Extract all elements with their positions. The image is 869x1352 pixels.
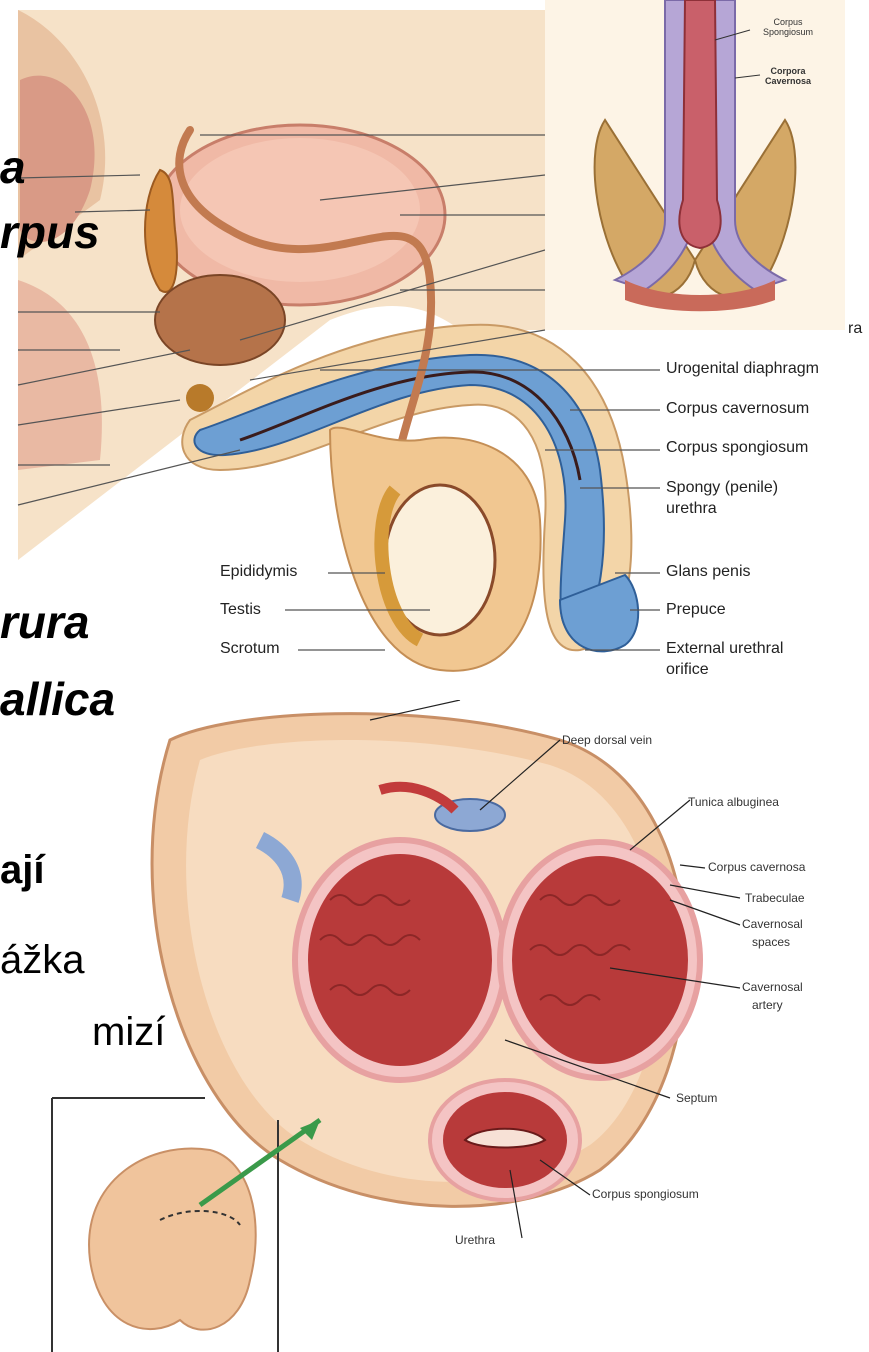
label-testis: Testis	[220, 601, 261, 619]
inset-label-corpora: Corpora	[758, 66, 818, 76]
xs-label-corpus-spongiosum: Corpus spongiosum	[592, 1187, 699, 1201]
slide-text-line-5: ají	[0, 848, 44, 893]
xs-label-cavernosal-2: Cavernosal	[742, 980, 803, 994]
inset-corpora-illustration	[545, 0, 845, 330]
inset-label-spongiosum: Spongiosum	[750, 27, 826, 37]
label-spongy-penile: Spongy (penile)	[666, 479, 778, 497]
xs-label-urethra: Urethra	[455, 1233, 495, 1247]
xs-label-septum: Septum	[676, 1091, 717, 1105]
xs-label-cavernosal-1: Cavernosal	[742, 917, 803, 931]
label-prepuce: Prepuce	[666, 601, 726, 619]
label-orifice: orifice	[666, 661, 709, 679]
label-corpus-spongiosum: Corpus spongiosum	[666, 439, 808, 457]
slide-text-line-6: ážka	[0, 938, 85, 983]
label-external-urethral: External urethral	[666, 640, 783, 658]
slide-text-line-7: mizí	[92, 1010, 165, 1055]
xs-label-corpus-cavernosa: Corpus cavernosa	[708, 860, 805, 874]
label-urethra: urethra	[666, 500, 717, 518]
xs-label-spaces: spaces	[752, 935, 790, 949]
label-glans-penis: Glans penis	[666, 563, 751, 581]
xs-label-tunica-albuginea: Tunica albuginea	[688, 795, 779, 809]
inset-label-cavernosa: Cavernosa	[752, 76, 824, 86]
slide-text-line-4: allica	[0, 672, 115, 726]
label-partial-ra: ra	[848, 320, 862, 338]
xs-label-trabeculae: Trabeculae	[745, 891, 805, 905]
slide-text-line-2: rpus	[0, 205, 100, 259]
xs-label-deep-dorsal-vein: Deep dorsal vein	[562, 733, 652, 747]
inset-label-corpus: Corpus	[758, 17, 818, 27]
slide-text-line-1: a	[0, 140, 26, 194]
label-scrotum: Scrotum	[220, 640, 280, 658]
label-epididymis: Epididymis	[220, 563, 297, 581]
label-urogenital-diaphragm: Urogenital diaphragm	[666, 360, 819, 378]
slide-text-line-3: rura	[0, 595, 89, 649]
xs-label-artery: artery	[752, 998, 783, 1012]
label-corpus-cavernosum: Corpus cavernosum	[666, 400, 809, 418]
